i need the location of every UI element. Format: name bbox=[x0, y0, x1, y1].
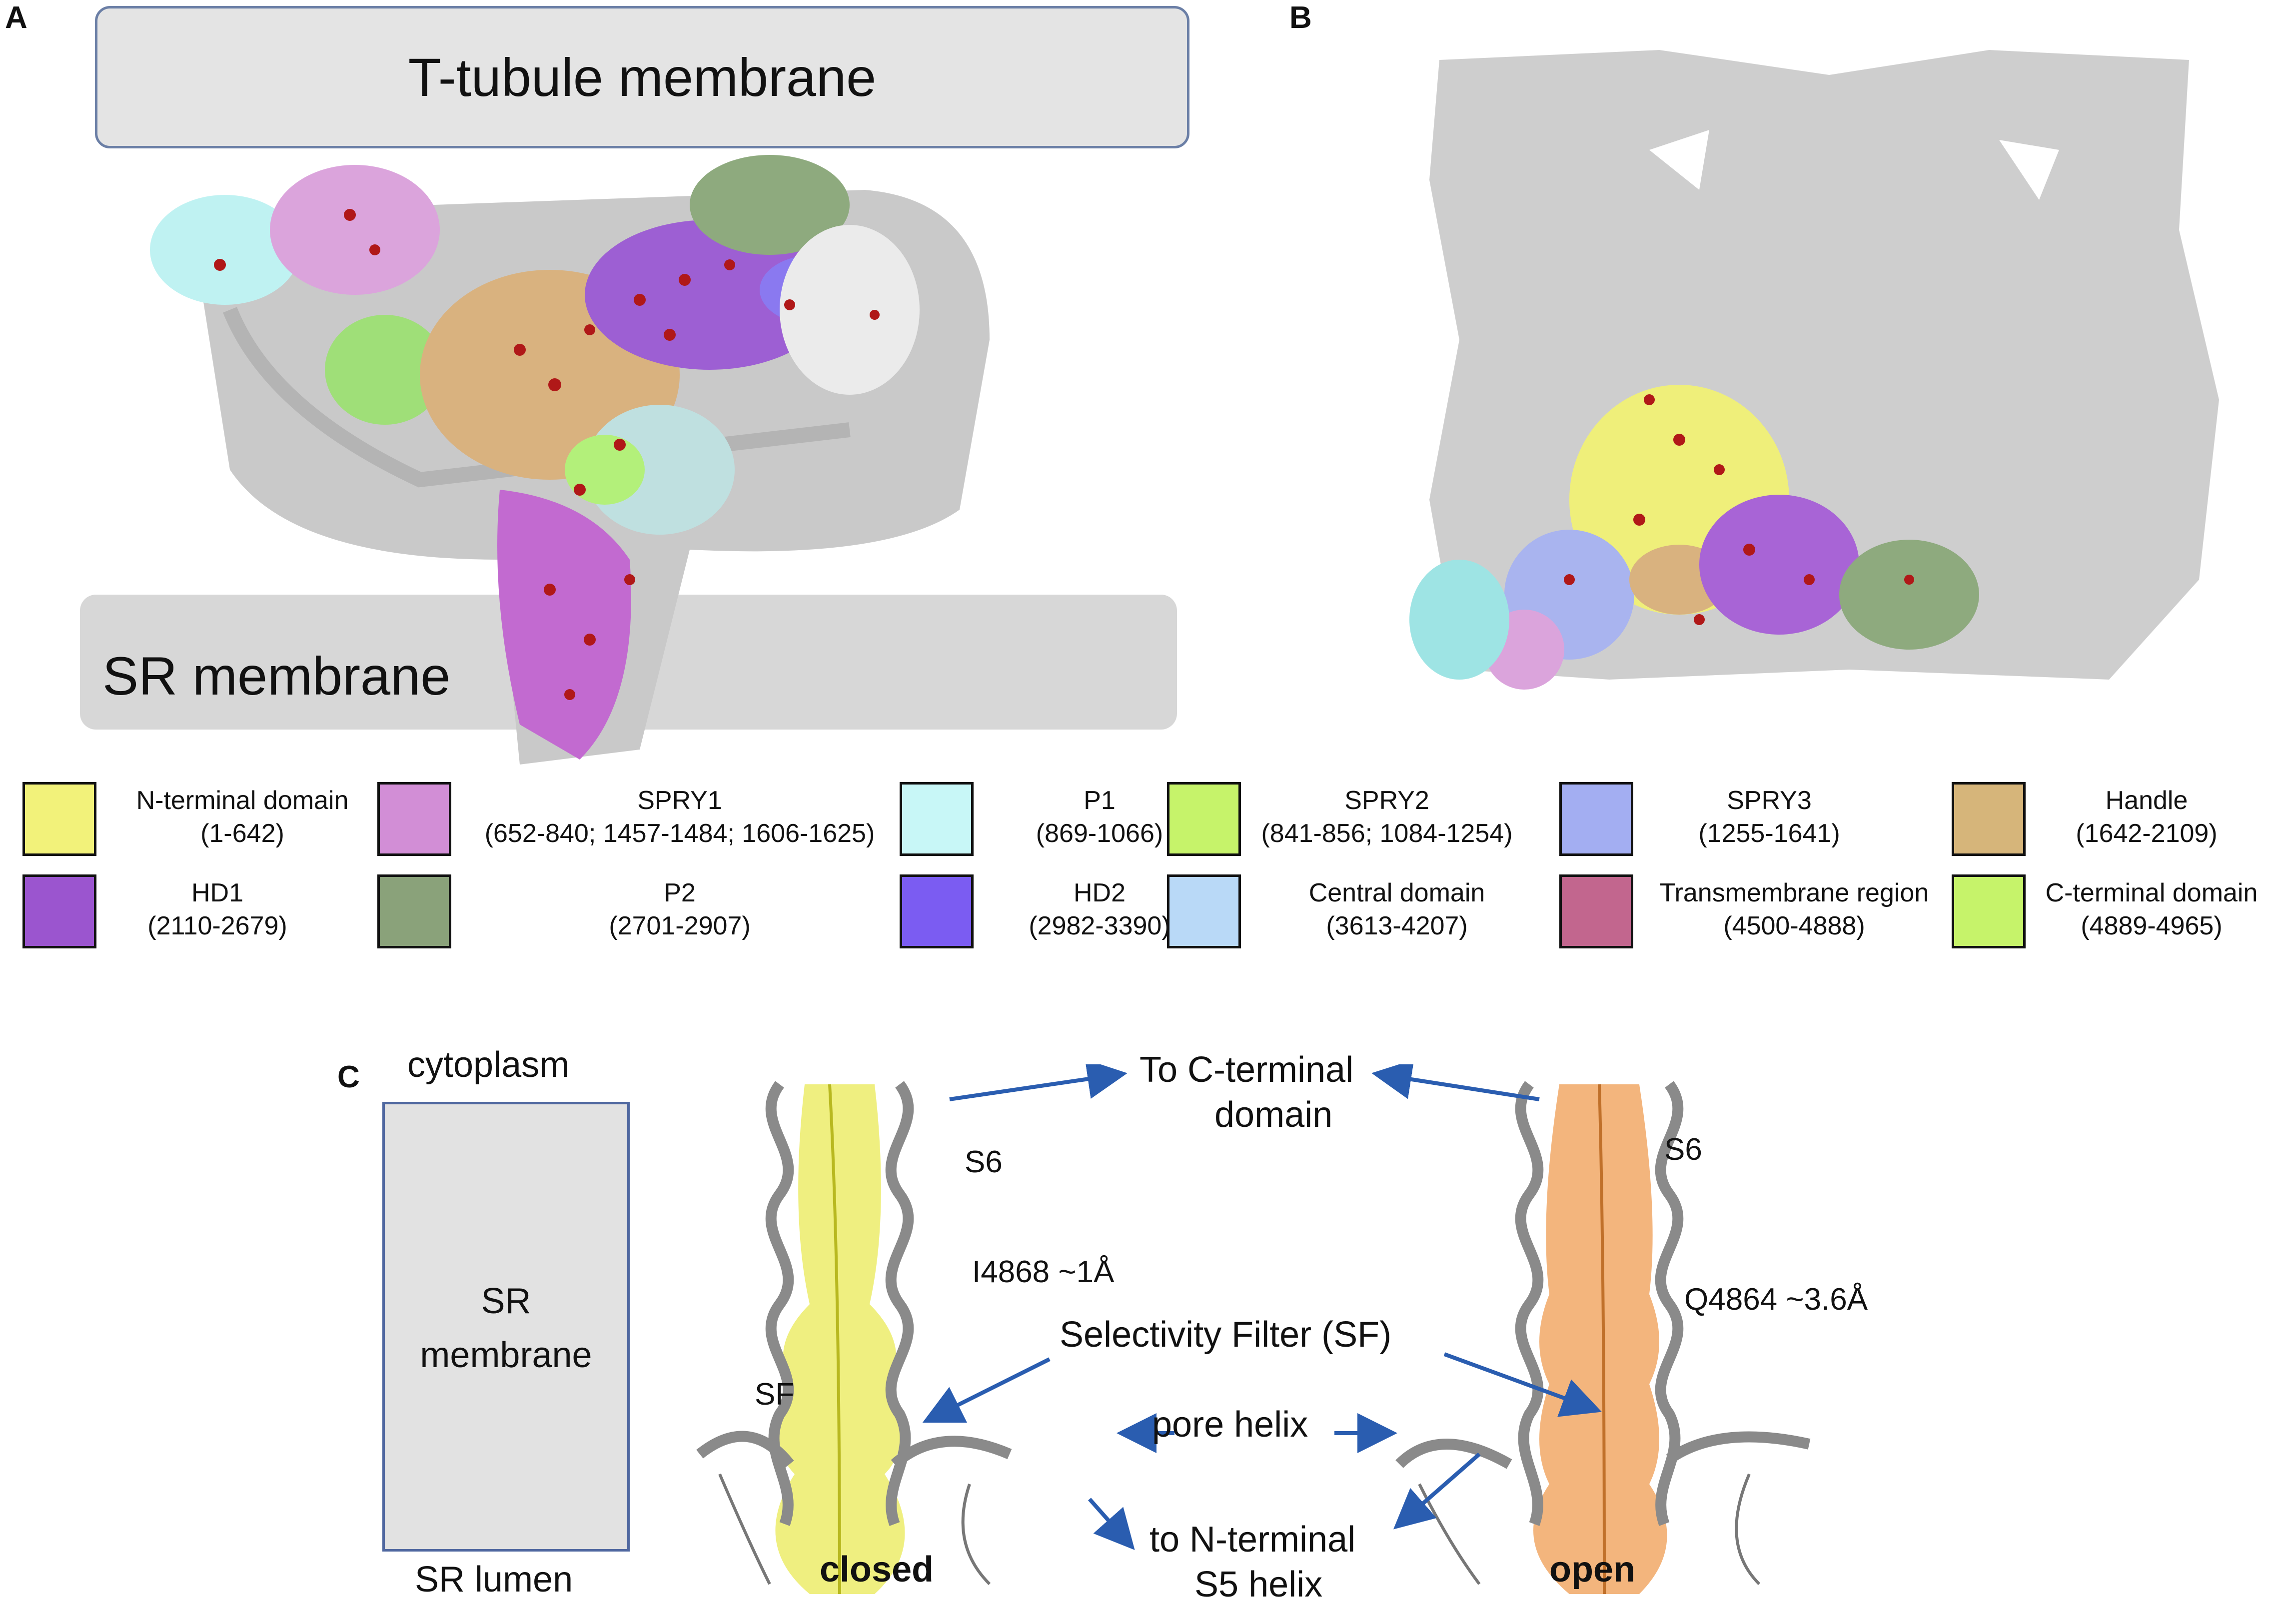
legend-label: N-terminal domain(1-642) bbox=[136, 786, 349, 848]
closed-pore-surface bbox=[775, 1084, 905, 1594]
legend-swatch bbox=[377, 874, 451, 948]
legend-label: C-terminal domain(4889-4965) bbox=[2045, 878, 2258, 940]
pore-helix-label: pore helix bbox=[1152, 1405, 1308, 1445]
closed-pore bbox=[696, 1081, 1012, 1595]
t-tubule-membrane: T-tubule membrane bbox=[95, 6, 1189, 148]
legend-swatch bbox=[1167, 874, 1241, 948]
i4868-label: I4868 ~1Å bbox=[972, 1255, 1115, 1289]
legend-label: Central domain(3613-4207) bbox=[1308, 878, 1485, 940]
s6-right-label: S6 bbox=[1664, 1132, 1702, 1167]
open-state-label: open bbox=[1549, 1550, 1635, 1590]
to-n-terminal-label-line1: to N-terminal bbox=[1149, 1520, 1356, 1560]
closed-pore-axis bbox=[828, 1084, 841, 1595]
panel-label-a: A bbox=[5, 0, 27, 35]
closed-state-label: closed bbox=[820, 1550, 934, 1590]
legend-swatch bbox=[1952, 782, 2026, 856]
open-pore-surface bbox=[1533, 1084, 1667, 1594]
open-pore-axis bbox=[1598, 1084, 1606, 1595]
ryr1-side-view-structure bbox=[150, 155, 990, 765]
legend-swatch bbox=[1559, 782, 1633, 856]
panel-label-b: B bbox=[1289, 0, 1312, 35]
annotation-arrows bbox=[922, 1064, 1602, 1550]
ryr1-top-view-structure bbox=[1409, 50, 2219, 690]
domain-p1 bbox=[150, 195, 300, 305]
domain-p2 bbox=[690, 155, 850, 255]
t-tubule-membrane-label: T-tubule membrane bbox=[408, 47, 877, 107]
top-domain-p2 bbox=[1839, 540, 1979, 650]
legend-swatch bbox=[900, 874, 974, 948]
closed-pore-helices bbox=[696, 1431, 1012, 1469]
legend-label: P1(869-1066) bbox=[1036, 786, 1163, 848]
legend-label: SPRY3(1255-1641) bbox=[1698, 786, 1840, 848]
s6-left-label: S6 bbox=[965, 1145, 1003, 1179]
domain-central bbox=[585, 405, 735, 535]
legend-swatch bbox=[900, 782, 974, 856]
legend-swatch bbox=[22, 874, 96, 948]
top-domain-hd1 bbox=[1699, 495, 1859, 635]
domain-spry1 bbox=[270, 165, 440, 295]
to-c-terminal-label-line2: domain bbox=[1214, 1095, 1333, 1135]
selectivity-filter-label: Selectivity Filter (SF) bbox=[1060, 1315, 1392, 1355]
legend-swatch bbox=[1167, 782, 1241, 856]
legend-label: P2(2701-2907) bbox=[609, 878, 751, 940]
legend-label: Handle(1642-2109) bbox=[2076, 786, 2218, 848]
closed-helix-right bbox=[885, 1081, 914, 1526]
domain-white bbox=[780, 225, 920, 395]
domain-hd1 bbox=[585, 220, 835, 370]
cytoplasm-label: cytoplasm bbox=[407, 1045, 570, 1085]
mutation-sites bbox=[214, 209, 880, 700]
domain-spry2 bbox=[325, 315, 445, 425]
q4864-label: Q4864 ~3.6Å bbox=[1684, 1282, 1868, 1317]
legend-swatch bbox=[1559, 874, 1633, 948]
closed-loops bbox=[718, 1473, 991, 1586]
legend-label: SPRY1(652-840; 1457-1484; 1606-1625) bbox=[484, 786, 875, 848]
open-helix-left bbox=[1515, 1081, 1544, 1526]
top-domain-p1 bbox=[1409, 560, 1509, 680]
legend-swatch bbox=[22, 782, 96, 856]
to-n-terminal-label-line2: S5 helix bbox=[1194, 1565, 1323, 1605]
grey-protein-texture bbox=[223, 307, 851, 488]
legend-label: HD2(2982-3390) bbox=[1029, 878, 1170, 940]
open-pore bbox=[1395, 1081, 1811, 1595]
open-pore-helices bbox=[1395, 1431, 1811, 1469]
legend-label: SPRY2(841-856; 1084-1254) bbox=[1261, 786, 1513, 848]
pore-diagram bbox=[696, 1064, 1811, 1595]
panel-label-c: C bbox=[337, 1060, 360, 1094]
domain-transmembrane bbox=[497, 490, 631, 760]
sr-lumen-label: SR lumen bbox=[415, 1560, 573, 1600]
tetramer-holes bbox=[1649, 130, 2059, 200]
top-mutation-sites bbox=[1564, 394, 1914, 625]
legend-swatch bbox=[1952, 874, 2026, 948]
open-helix-right bbox=[1655, 1081, 1684, 1526]
legend-label: Transmembrane region(4500-4888) bbox=[1659, 878, 1929, 940]
legend-swatch bbox=[377, 782, 451, 856]
sr-membrane-label: SR membrane bbox=[102, 646, 451, 706]
sf-label: SF bbox=[755, 1377, 795, 1412]
legend-label: HD1(2110-2679) bbox=[147, 878, 287, 940]
to-c-terminal-label-line1: To C-terminal bbox=[1139, 1050, 1354, 1090]
